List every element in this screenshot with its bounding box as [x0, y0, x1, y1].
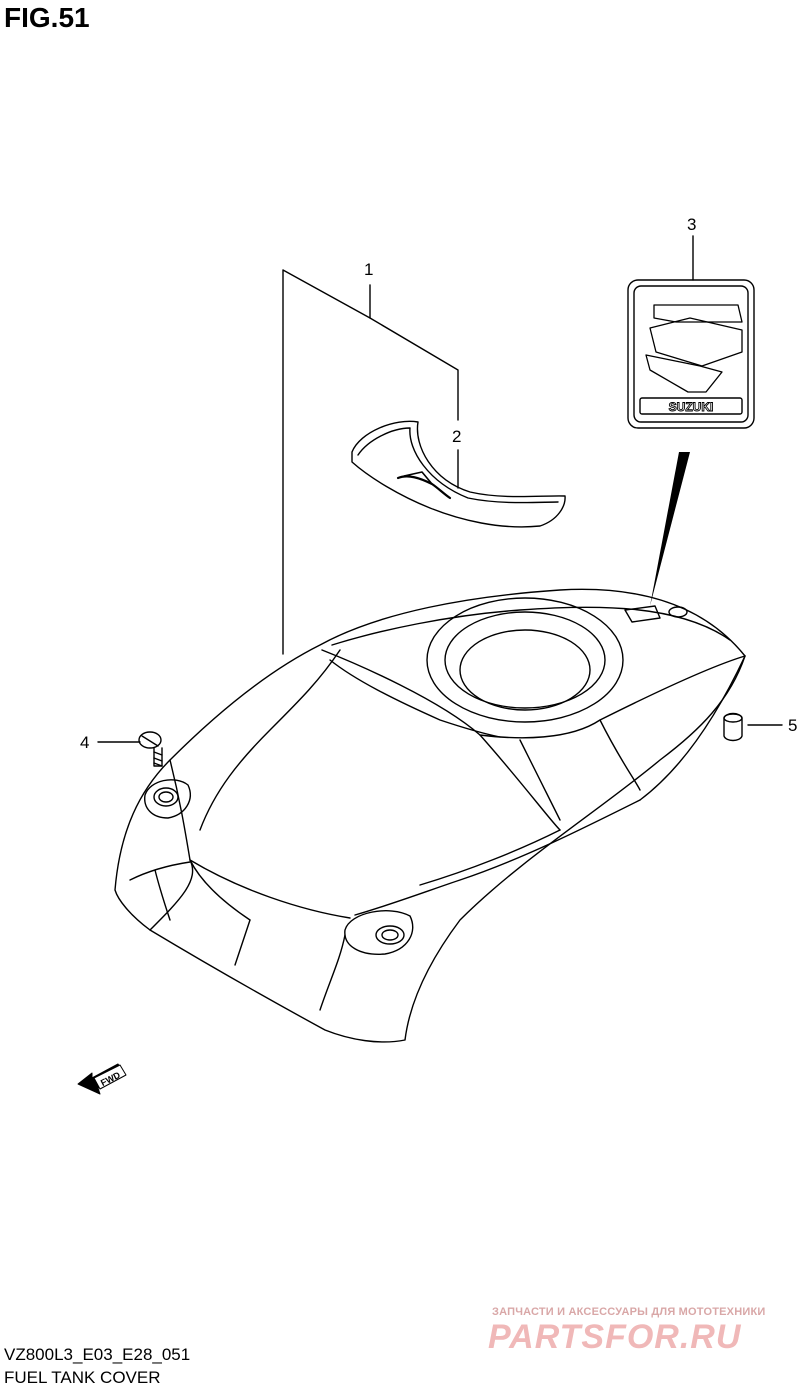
callout-5: 5: [788, 716, 797, 735]
fuel-tank-cover-drawing: [114, 588, 746, 1043]
callout-4: 4: [80, 733, 89, 752]
emblem-text: SUZUKI: [669, 400, 714, 414]
callout-2: 2: [452, 427, 461, 446]
emblem-pointer: [650, 452, 690, 606]
suzuki-emblem-drawing: [627, 279, 755, 429]
callout-3: 3: [687, 215, 696, 234]
fwd-arrow-icon: [77, 1063, 127, 1095]
watermark-tagline: ЗАПЧАСТИ И АКСЕССУАРЫ ДЛЯ МОТОТЕХНИКИ: [492, 1306, 766, 1318]
callout-1: 1: [364, 260, 373, 279]
model-code: VZ800L3_E03_E28_051: [4, 1345, 191, 1364]
screw-drawing: [138, 731, 163, 767]
cushion-drawing: [723, 712, 743, 742]
figure-title: FIG.51: [4, 2, 90, 33]
figure-caption: FUEL TANK COVER: [4, 1368, 161, 1387]
leader-line-1: [282, 269, 459, 655]
emblem-plate-drawing: [351, 420, 566, 528]
watermark-logo: PARTSFOR.RU: [488, 1318, 742, 1356]
